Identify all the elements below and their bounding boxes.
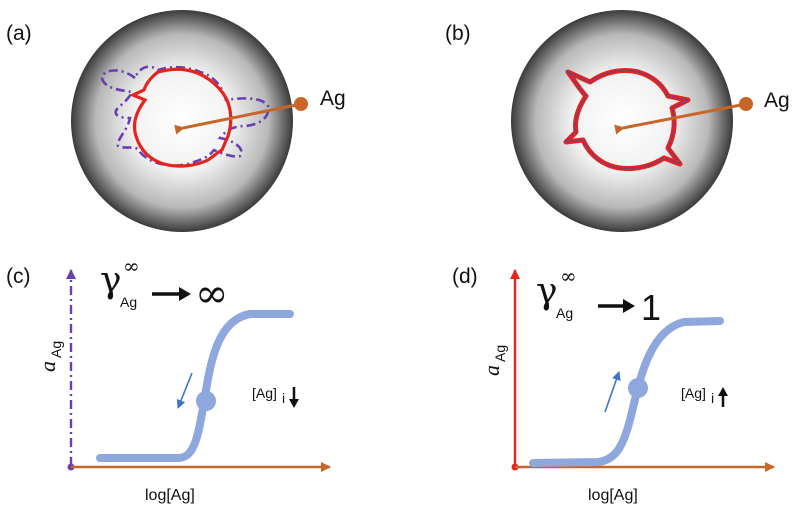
state-point	[196, 391, 216, 411]
gamma-superscript: ∞	[123, 254, 140, 278]
grain-sphere	[71, 10, 293, 232]
ag-source-dot	[294, 97, 308, 111]
concentration-subscript: i	[282, 390, 285, 406]
ag-flux-arrow	[174, 102, 302, 135]
grain-sphere	[511, 10, 733, 232]
y-axis-label-sub: Ag	[48, 341, 64, 358]
dotted-boundary	[563, 69, 691, 170]
y-axis-label: a Ag	[479, 345, 508, 376]
panel-d: (d) γ ∞ Ag 1 a Ag log[Ag] [Ag] i	[452, 264, 775, 504]
decrease-arrowhead	[289, 399, 299, 408]
panel-c-label: (c)	[6, 265, 31, 288]
state-point	[628, 378, 648, 398]
limit-value: 1	[641, 287, 661, 328]
y-axis-label-sub: Ag	[492, 345, 508, 362]
ag-source-label: Ag	[764, 89, 790, 112]
x-axis-label: log[Ag]	[145, 487, 195, 504]
panel-b-label: (b)	[445, 22, 471, 45]
direction-arrow	[176, 372, 193, 409]
limit-arrowhead	[623, 299, 635, 313]
direction-arrow	[604, 371, 621, 413]
ag-source-dot	[739, 97, 753, 111]
panel-d-label: (d)	[452, 265, 478, 288]
limit-value: ∞	[195, 271, 228, 317]
boundary-red	[128, 67, 233, 168]
ag-source-label: Ag	[320, 87, 346, 110]
y-axis-label-main: a	[479, 365, 504, 376]
panel-c: (c) γ ∞ Ag ∞ a Ag log[Ag] [Ag] i	[6, 254, 331, 504]
concentration-label: [Ag]	[681, 385, 706, 401]
y-axis-label: a Ag	[35, 341, 64, 372]
gamma-subscript: Ag	[556, 305, 573, 321]
activity-curve	[529, 317, 724, 467]
panel-b: (b) Ag	[445, 10, 790, 232]
panel-a-label: (a)	[6, 22, 32, 45]
x-axis-label: log[Ag]	[588, 487, 638, 504]
concentration-label: [Ag]	[252, 385, 277, 401]
gamma-symbol: γ	[536, 271, 558, 312]
gamma-symbol: γ	[100, 260, 122, 301]
panel-a: (a) Ag	[6, 10, 346, 232]
ag-flux-arrow	[614, 102, 747, 135]
y-axis-label-main: a	[35, 361, 60, 372]
concentration-subscript: i	[711, 390, 714, 406]
increase-arrowhead	[718, 387, 728, 396]
gamma-subscript: Ag	[120, 294, 137, 310]
dashdot-boundary	[100, 65, 270, 167]
limit-arrowhead	[179, 287, 191, 301]
gamma-superscript: ∞	[560, 264, 577, 288]
